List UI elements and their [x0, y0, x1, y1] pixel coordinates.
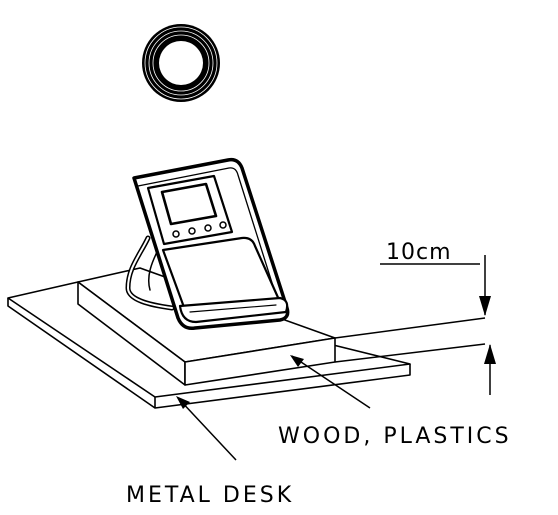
dimension-label: 10cm	[386, 240, 452, 265]
arrow-up-icon	[484, 344, 496, 364]
arrow-down-icon	[479, 296, 491, 316]
material-label: WOOD, PLASTICS	[278, 424, 512, 449]
arrow-icon	[176, 396, 190, 409]
ring-symbol-icon	[142, 24, 220, 102]
desk-leader	[176, 396, 236, 460]
monitor-device	[128, 160, 288, 329]
dimension-marker	[335, 255, 496, 395]
base-label: METAL DESK	[126, 483, 294, 508]
